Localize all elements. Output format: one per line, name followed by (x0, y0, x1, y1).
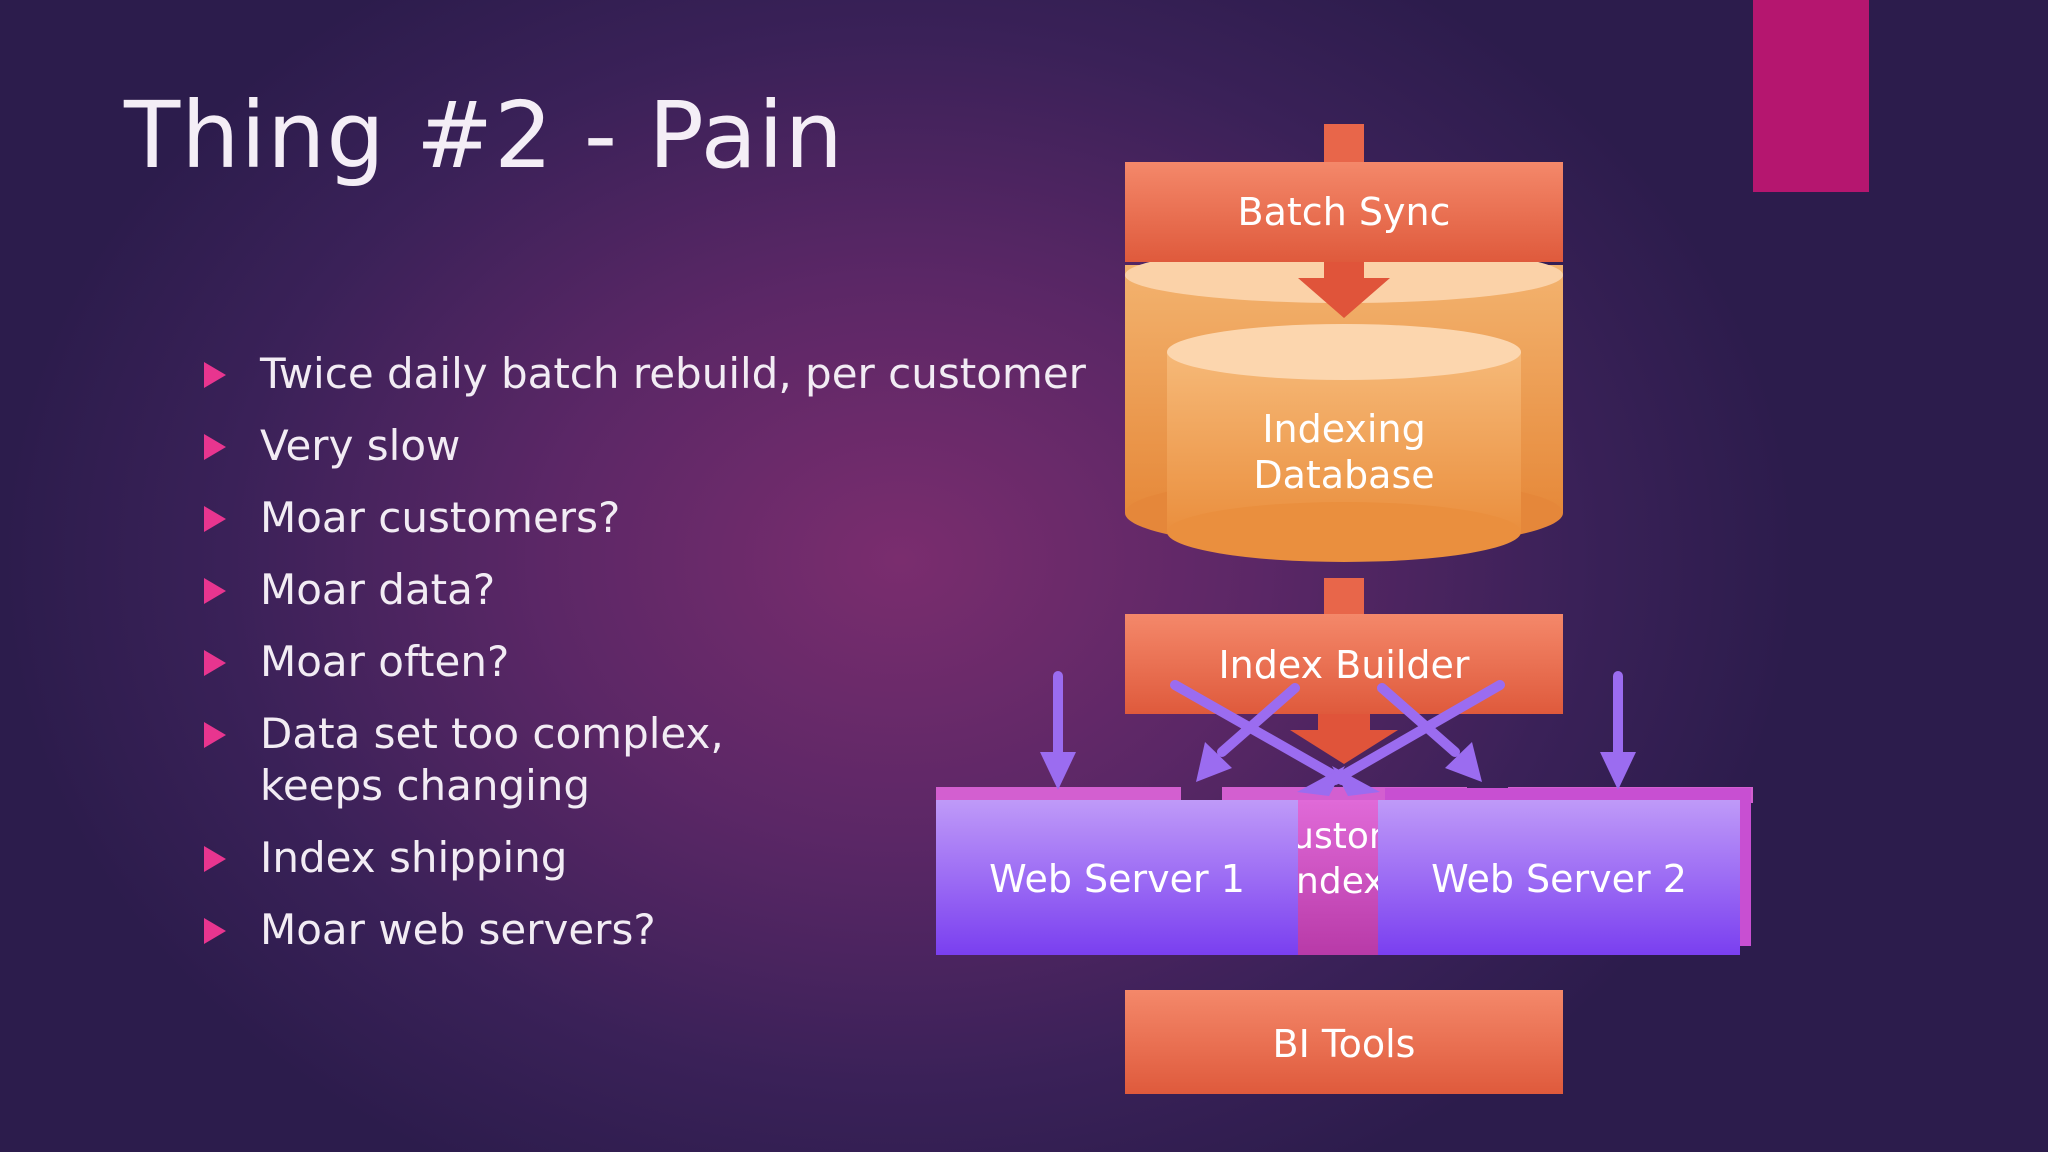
down-arrow-icon (1298, 262, 1390, 318)
arrowhead-icon (1196, 742, 1232, 782)
arrowhead-icon (1600, 752, 1636, 790)
batch-sync-box: Batch Sync (1125, 124, 1563, 318)
bullet-item: Moar data? (200, 564, 1086, 616)
down-arrow-icon (1290, 714, 1398, 764)
accent-tab (1753, 0, 1869, 192)
connector-arrow (1377, 683, 1460, 757)
connector-arrows (1040, 671, 1636, 796)
web-server-2-box: Web Server 2 (1378, 800, 1740, 955)
arrowhead-icon (1297, 766, 1345, 796)
bullet-item: Twice daily batch rebuild, per customer (200, 348, 1086, 400)
bullet-item: Moar often? (200, 636, 1086, 688)
bi-tools-box: BI Tools (1125, 990, 1563, 1094)
bullet-text: Data set too complex, (260, 709, 724, 758)
index-builder-box: Index Builder (1125, 578, 1563, 764)
database-label-line2: Database (1253, 453, 1434, 497)
arrowhead-icon (1040, 752, 1076, 790)
bullet-arrow-icon (204, 434, 226, 460)
web-server-1-label: Web Server 1 (989, 857, 1245, 901)
bullet-arrow-icon (204, 650, 226, 676)
bullet-text: Index shipping (260, 833, 568, 882)
bullet-item: Data set too complex,keeps changing (200, 708, 1086, 812)
server-tab (936, 787, 1181, 803)
bullet-text: Moar web servers? (260, 905, 656, 954)
connector-arrow (1330, 680, 1505, 785)
bullet-item: Index shipping (200, 832, 1086, 884)
bullet-text: Twice daily batch rebuild, per customer (260, 349, 1086, 398)
web-server-2-label: Web Server 2 (1431, 857, 1687, 901)
bullet-item: Moar web servers? (200, 904, 1086, 956)
index-builder-label: Index Builder (1218, 643, 1469, 687)
bullet-text: Moar data? (260, 565, 496, 614)
customer-index-label-line2: Index (1285, 861, 1384, 902)
bullet-list: Twice daily batch rebuild, per customer … (200, 348, 1086, 956)
batch-sync-label: Batch Sync (1238, 190, 1451, 234)
web-server-1-box: Web Server 1 (936, 800, 1298, 955)
bullet-arrow-icon (204, 722, 226, 748)
bullet-arrow-icon (204, 846, 226, 872)
database-label-line1: Indexing (1262, 407, 1425, 451)
bullet-item: Moar customers? (200, 492, 1086, 544)
bi-tools-label: BI Tools (1273, 1022, 1416, 1066)
bullet-text-continued: keeps changing (260, 761, 591, 810)
bullet-arrow-icon (204, 918, 226, 944)
bullet-text: Very slow (260, 421, 461, 470)
arrowhead-icon (1445, 742, 1482, 782)
bullet-text: Moar customers? (260, 493, 621, 542)
slide-title: Thing #2 - Pain (124, 82, 844, 189)
bullet-arrow-icon (204, 362, 226, 388)
connector-arrow (1170, 680, 1347, 785)
connector-arrow (1217, 683, 1300, 757)
bullet-arrow-icon (204, 578, 226, 604)
bullet-text: Moar often? (260, 637, 510, 686)
bullet-item: Very slow (200, 420, 1086, 472)
bullet-arrow-icon (204, 506, 226, 532)
